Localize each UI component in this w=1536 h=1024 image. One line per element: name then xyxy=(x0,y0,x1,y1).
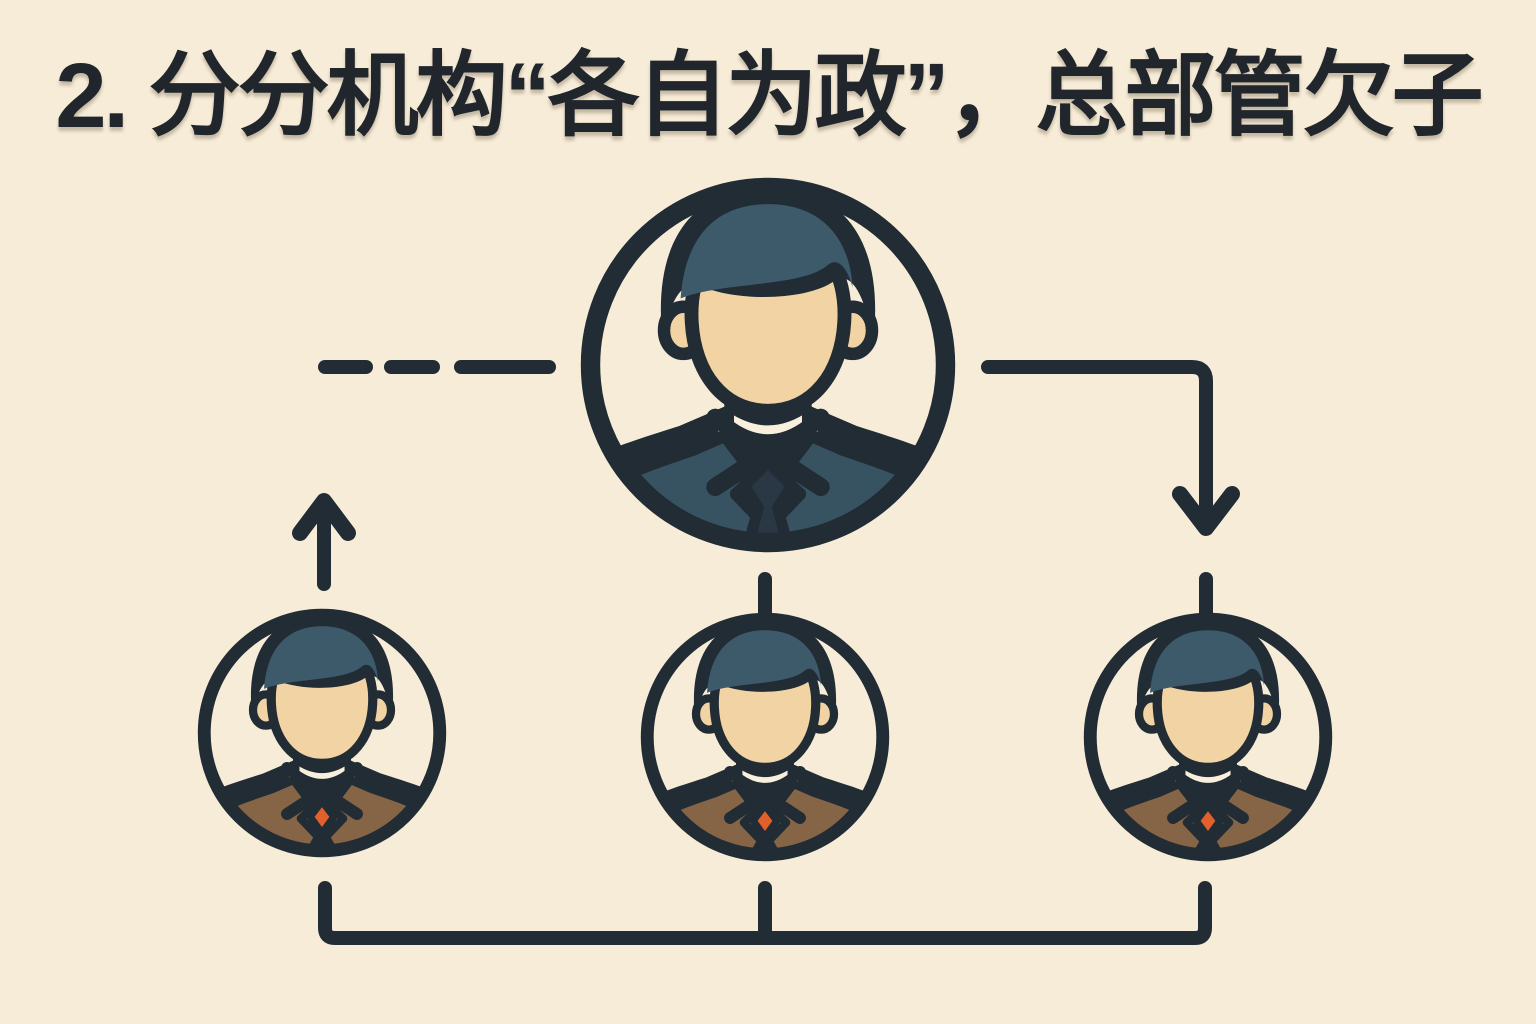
connectors xyxy=(292,360,1240,945)
page-title: 2. 分分机构“各自为政”，总部管欠子 xyxy=(55,45,1483,147)
bottom-bracket-connector xyxy=(318,881,1212,945)
elbow-down-arrow-icon xyxy=(981,360,1240,536)
branch-businessman-avatar-icon-middle xyxy=(614,619,916,889)
headquarters-businessman-avatar-icon xyxy=(541,188,996,612)
branch-businessman-avatar-icon-left xyxy=(171,615,473,885)
up-arrow-icon xyxy=(292,493,356,591)
branch-businessman-avatar-icon-right xyxy=(1057,619,1359,889)
